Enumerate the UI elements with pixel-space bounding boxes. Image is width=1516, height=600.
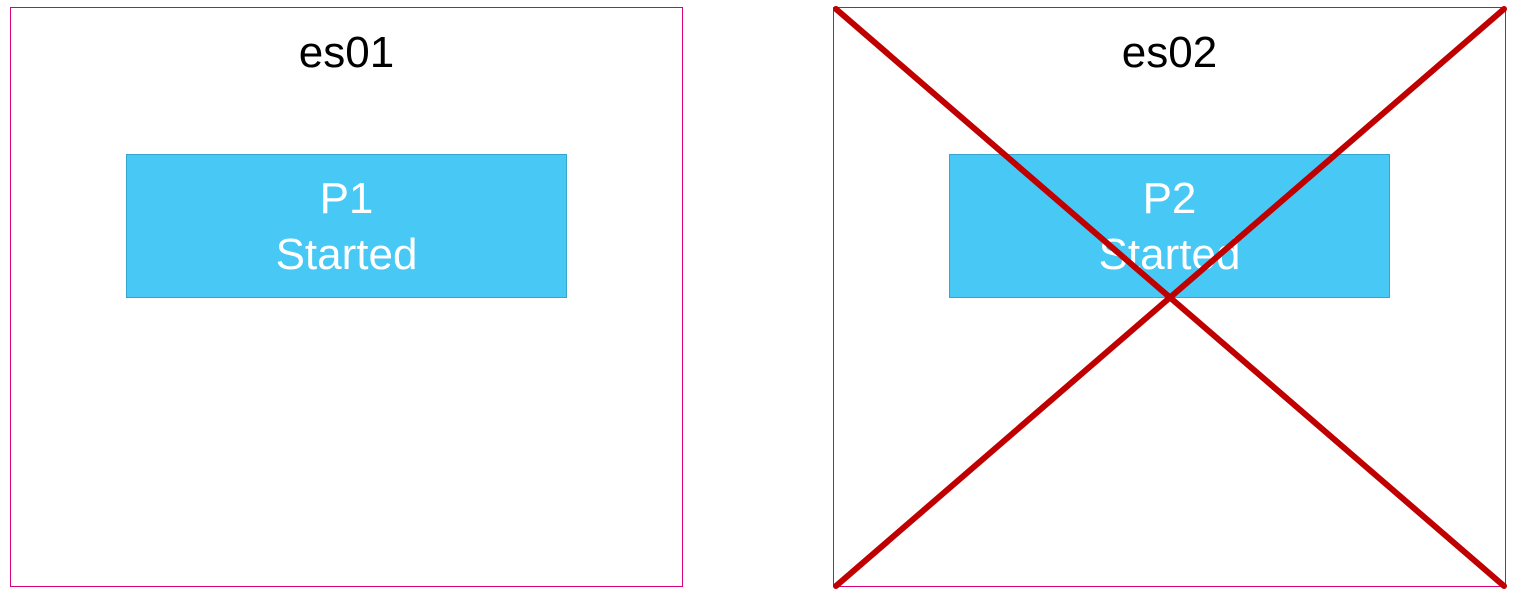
shard-p2: P2 Started [949, 154, 1390, 298]
shard-id: P2 [1142, 174, 1197, 223]
node-title: es01 [298, 28, 395, 77]
node-title: es02 [1121, 28, 1218, 77]
node-es01: es01 P1 Started [10, 7, 683, 587]
node-es02: es02 P2 Started [833, 7, 1506, 587]
shard-state: Started [275, 230, 418, 279]
shard-state: Started [1098, 230, 1241, 279]
shard-id: P1 [319, 174, 374, 223]
shard-p1: P1 Started [126, 154, 567, 298]
